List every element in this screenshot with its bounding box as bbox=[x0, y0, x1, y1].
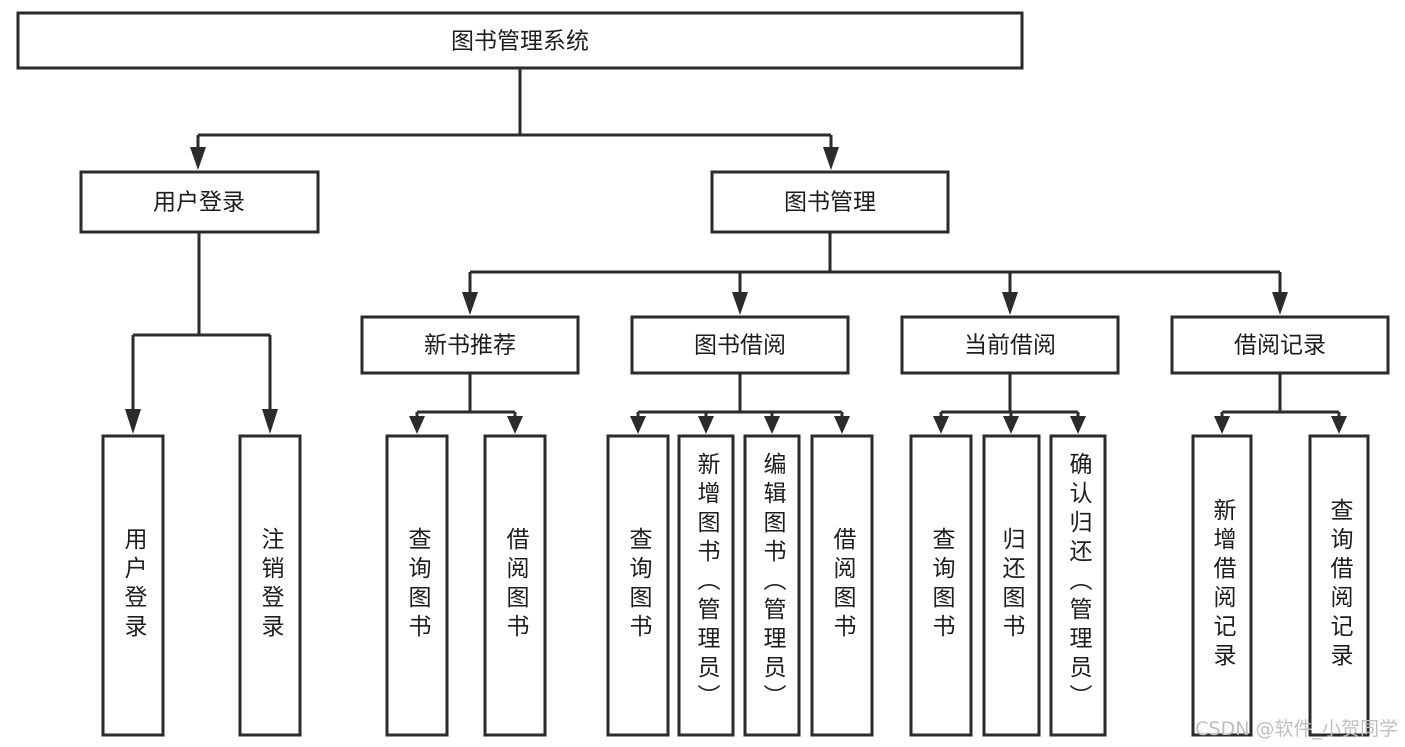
arrow-head-borrow-record bbox=[1272, 292, 1288, 315]
root-box[interactable] bbox=[16, 11, 1024, 70]
current-borrow-label: 当前借阅 bbox=[964, 333, 1056, 359]
user-login-label: 用户登录 bbox=[153, 190, 245, 216]
borrow-record-box[interactable] bbox=[1170, 315, 1390, 375]
leaf-add-borrow-record[interactable]: 新增借阅记录 bbox=[1191, 434, 1253, 737]
new-book-recommend-label: 新书推荐 bbox=[424, 333, 516, 359]
leaf-query-book-borrow-box[interactable] bbox=[606, 434, 670, 737]
arrow-head-book-management bbox=[823, 147, 839, 170]
leaf-query-book-borrow[interactable]: 查询图书 bbox=[606, 434, 670, 737]
node-user-login[interactable]: 用户登录 bbox=[79, 170, 320, 234]
leaf-edit-book[interactable]: 编辑图书（管理员） bbox=[743, 434, 801, 737]
leaf-user-login[interactable]: 用户登录 bbox=[101, 434, 165, 737]
leaf-edit-book-label: 编辑图书（管理员） bbox=[759, 452, 787, 713]
leaf-borrow-book-recommend-label: 借阅图书 bbox=[502, 527, 530, 643]
leaf-query-borrow-record-box[interactable] bbox=[1308, 434, 1370, 737]
leaf-user-logout-label: 注销登录 bbox=[257, 527, 285, 643]
arrow-head-current-borrow bbox=[1002, 292, 1018, 315]
leaf-borrow-book-label: 借阅图书 bbox=[829, 527, 857, 643]
arrow-head-leaf-borrow-book-recommend bbox=[507, 416, 523, 434]
leaf-borrow-book-recommend[interactable]: 借阅图书 bbox=[483, 434, 547, 737]
book-borrow-box[interactable] bbox=[630, 315, 850, 375]
arrow-head-leaf-query-book-recommend bbox=[409, 416, 425, 434]
leaf-confirm-return-box[interactable] bbox=[1049, 434, 1107, 737]
leaf-return-book-box[interactable] bbox=[982, 434, 1041, 737]
leaf-return-book-label: 归还图书 bbox=[998, 527, 1026, 643]
csdn-watermark: CSDN @软件_小贺同学 bbox=[1195, 718, 1398, 740]
leaf-return-book[interactable]: 归还图书 bbox=[982, 434, 1041, 737]
arrow-head-leaf-query-book-borrow bbox=[630, 416, 646, 434]
book-borrow-label: 图书借阅 bbox=[694, 333, 786, 359]
arrow-head-book-borrow bbox=[732, 292, 748, 315]
node-borrow-record[interactable]: 借阅记录 bbox=[1170, 315, 1390, 375]
leaf-user-logout-box[interactable] bbox=[238, 434, 302, 737]
book-management-box[interactable] bbox=[710, 170, 950, 234]
leaf-query-borrow-record[interactable]: 查询借阅记录 bbox=[1308, 434, 1370, 737]
leaf-query-book-recommend[interactable]: 查询图书 bbox=[385, 434, 449, 737]
leaf-query-book-borrow-label: 查询图书 bbox=[625, 527, 653, 643]
arrow-head-leaf-edit-book bbox=[764, 416, 780, 434]
leaf-query-book-current-box[interactable] bbox=[909, 434, 973, 737]
leaf-user-login-box[interactable] bbox=[101, 434, 165, 737]
leaf-edit-book-box[interactable] bbox=[743, 434, 801, 737]
leaf-add-book-label: 新增图书（管理员） bbox=[693, 452, 721, 713]
arrow-head-leaf-add-book bbox=[698, 416, 714, 434]
arrow-head-new-book-recommend bbox=[462, 292, 478, 315]
node-book-management[interactable]: 图书管理 bbox=[710, 170, 950, 234]
current-borrow-box[interactable] bbox=[900, 315, 1120, 375]
arrow-head-leaf-user-logout bbox=[262, 409, 278, 434]
node-book-borrow[interactable]: 图书借阅 bbox=[630, 315, 850, 375]
leaf-query-borrow-record-label: 查询借阅记录 bbox=[1326, 498, 1354, 672]
arrow-head-leaf-user-login bbox=[125, 409, 141, 434]
leaf-user-logout[interactable]: 注销登录 bbox=[238, 434, 302, 737]
new-book-recommend-box[interactable] bbox=[360, 315, 580, 375]
leaf-query-book-current-label: 查询图书 bbox=[928, 527, 956, 643]
borrow-record-label: 借阅记录 bbox=[1234, 333, 1326, 359]
leaf-add-book-box[interactable] bbox=[677, 434, 735, 737]
arrow-head-leaf-confirm-return bbox=[1070, 416, 1086, 434]
node-current-borrow[interactable]: 当前借阅 bbox=[900, 315, 1120, 375]
leaf-user-login-label: 用户登录 bbox=[120, 527, 148, 643]
arrow-head-leaf-return-book bbox=[1003, 416, 1019, 434]
arrow-head-leaf-add-borrow-record bbox=[1214, 416, 1230, 434]
leaf-confirm-return-label: 确认归还（管理员） bbox=[1065, 452, 1093, 713]
leaf-borrow-book-box[interactable] bbox=[810, 434, 874, 737]
user-login-box[interactable] bbox=[79, 170, 320, 234]
leaf-query-book-current[interactable]: 查询图书 bbox=[909, 434, 973, 737]
node-new-book-recommend[interactable]: 新书推荐 bbox=[360, 315, 580, 375]
arrow-head-user-login bbox=[190, 147, 206, 170]
leaf-add-borrow-record-label: 新增借阅记录 bbox=[1209, 498, 1237, 672]
arrow-head-leaf-borrow-book bbox=[834, 416, 850, 434]
arrow-head-leaf-query-book-current bbox=[933, 416, 949, 434]
leaf-query-book-recommend-box[interactable] bbox=[385, 434, 449, 737]
leaf-add-borrow-record-box[interactable] bbox=[1191, 434, 1253, 737]
leaf-confirm-return[interactable]: 确认归还（管理员） bbox=[1049, 434, 1107, 737]
root-label: 图书管理系统 bbox=[451, 29, 589, 55]
leaf-borrow-book[interactable]: 借阅图书 bbox=[810, 434, 874, 737]
node-root[interactable]: 图书管理系统 bbox=[16, 11, 1024, 70]
book-management-label: 图书管理 bbox=[784, 190, 876, 216]
arrow-head-leaf-query-borrow-record bbox=[1331, 416, 1347, 434]
leaf-borrow-book-recommend-box[interactable] bbox=[483, 434, 547, 737]
leaf-query-book-recommend-label: 查询图书 bbox=[404, 527, 432, 643]
leaf-add-book[interactable]: 新增图书（管理员） bbox=[677, 434, 735, 737]
connector-layer bbox=[125, 68, 1347, 434]
